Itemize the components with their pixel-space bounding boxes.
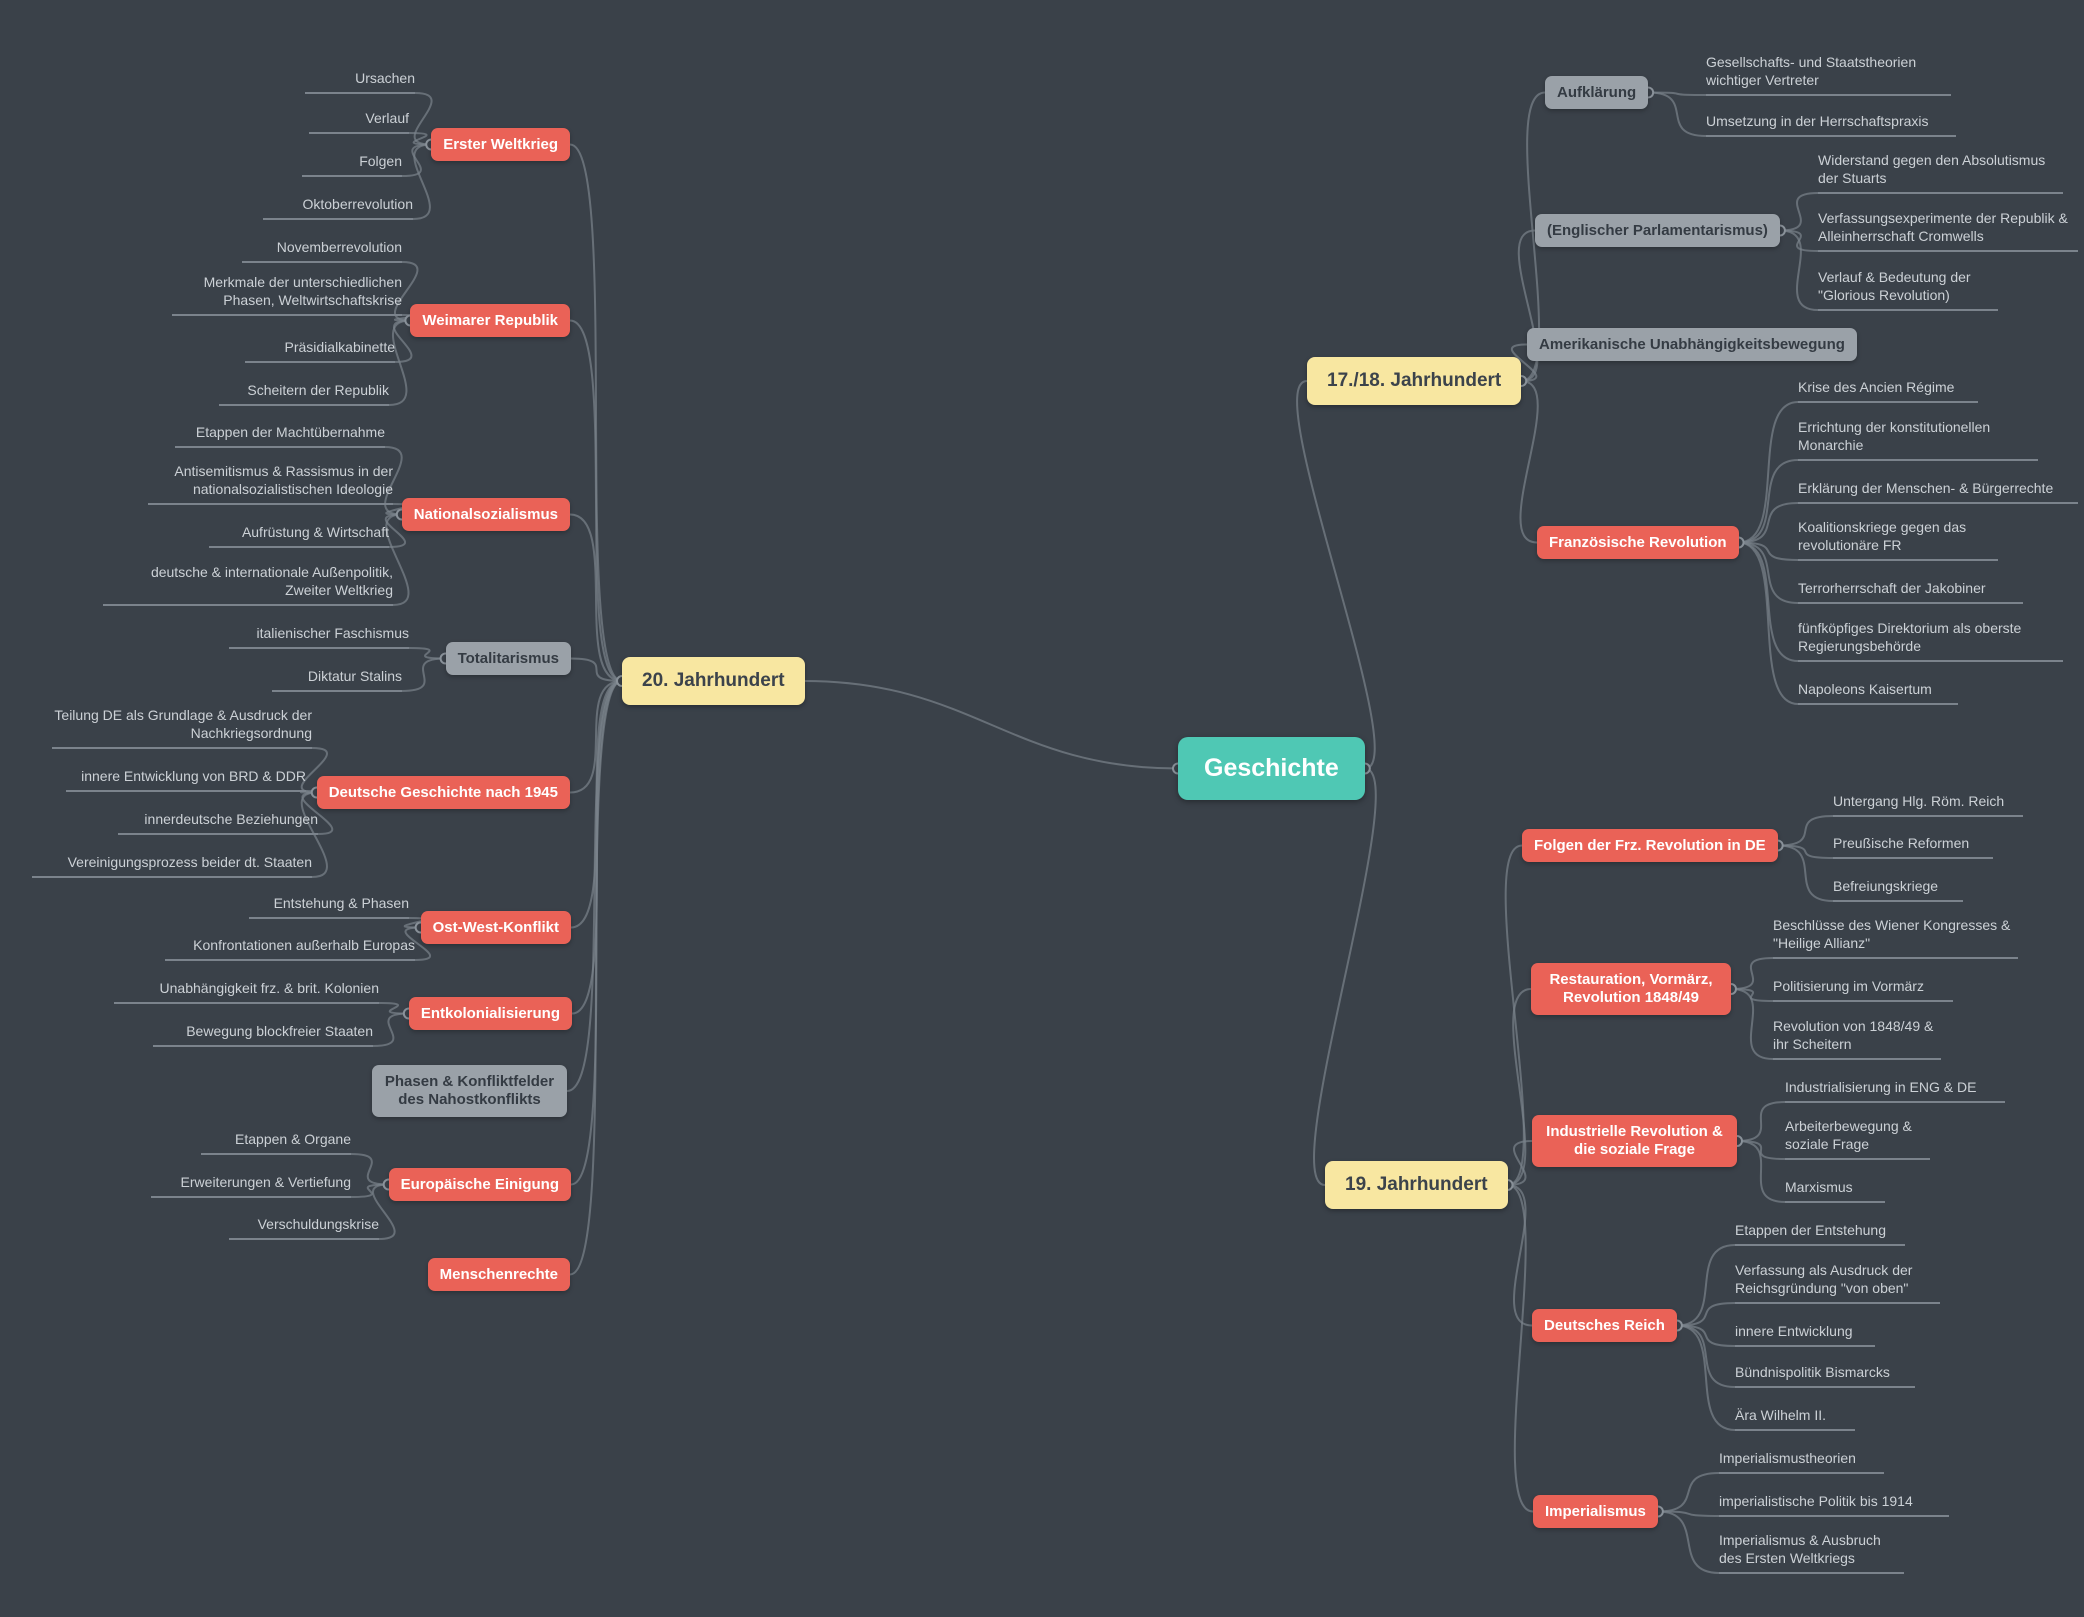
leaf-item[interactable]: Ära Wilhelm II. [1735,1406,1855,1431]
leaf-item[interactable]: Befreiungskriege [1833,877,1963,902]
leaf-item[interactable]: Entstehung & Phasen [249,894,409,919]
topic-deutsche-geschichte-nach-1945[interactable]: Deutsche Geschichte nach 1945 [316,776,570,809]
leaf-item[interactable]: Krise des Ancien Régime [1798,378,1978,403]
leaf-item[interactable]: Novemberrevolution [242,238,402,263]
leaf-item[interactable]: Marxismus [1785,1178,1885,1203]
leaf-item[interactable]: Ursachen [305,69,415,94]
leaf-item[interactable]: Umsetzung in der Herrschaftspraxis [1706,112,1956,137]
leaf-item[interactable]: Scheitern der Republik [219,381,389,406]
leaf-item[interactable]: Verlauf [309,109,409,134]
topic-franzoesische-revolution[interactable]: Französische Revolution [1537,526,1739,559]
topic-nahostkonflikt[interactable]: Phasen & Konfliktfelder des Nahostkonfli… [372,1065,567,1117]
topic-restauration-vormaerz[interactable]: Restauration, Vormärz, Revolution 1848/4… [1531,963,1731,1015]
leaf-item[interactable]: Imperialismustheorien [1719,1449,1884,1474]
leaf-item[interactable]: Etappen & Organe [201,1130,351,1155]
central-topic-geschichte[interactable]: Geschichte [1178,737,1365,800]
topic-weimarer-republik[interactable]: Weimarer Republik [410,304,570,337]
leaf-item[interactable]: fünfköpfiges Direktorium als oberste Reg… [1798,619,2063,662]
leaf-item[interactable]: Konfrontationen außerhalb Europas [165,936,415,961]
branch-20-jahrhundert[interactable]: 20. Jahrhundert [622,657,805,705]
leaf-item[interactable]: deutsche & internationale Außenpolitik, … [103,563,393,606]
leaf-item[interactable]: Bewegung blockfreier Staaten [153,1022,373,1047]
leaf-item[interactable]: Verfassung als Ausdruck der Reichsgründu… [1735,1261,1940,1304]
topic-entkolonialisierung[interactable]: Entkolonialisierung [408,997,572,1030]
leaf-item[interactable]: Etappen der Machtübernahme [175,423,385,448]
topic-imperialismus[interactable]: Imperialismus [1533,1495,1658,1528]
topic-totalitarismus[interactable]: Totalitarismus [445,642,571,675]
leaf-item[interactable]: Vereinigungsprozess beider dt. Staaten [32,853,312,878]
topic-europaeische-einigung[interactable]: Europäische Einigung [388,1168,571,1201]
leaf-item[interactable]: Widerstand gegen den Absolutismus der St… [1818,151,2063,194]
leaf-item[interactable]: Teilung DE als Grundlage & Ausdruck der … [52,706,312,749]
leaf-item[interactable]: Oktoberrevolution [263,195,413,220]
topic-ost-west-konflikt[interactable]: Ost-West-Konflikt [420,911,571,944]
topic-englischer-parlamentarismus[interactable]: (Englischer Parlamentarismus) [1535,214,1780,247]
leaf-item[interactable]: Gesellschafts- und Staatstheorien wichti… [1706,53,1951,96]
leaf-item[interactable]: Revolution von 1848/49 & ihr Scheitern [1773,1017,1941,1060]
topic-amerikanische-unabhaengigkeitsbewegung[interactable]: Amerikanische Unabhängigkeitsbewegung [1527,328,1857,361]
leaf-item[interactable]: Errichtung der konstitutionellen Monarch… [1798,418,2038,461]
leaf-item[interactable]: Erklärung der Menschen- & Bürgerrechte [1798,479,2078,504]
leaf-item[interactable]: Unabhängigkeit frz. & brit. Kolonien [114,979,379,1004]
leaf-item[interactable]: Folgen [302,152,402,177]
leaf-item[interactable]: Napoleons Kaisertum [1798,680,1958,705]
leaf-item[interactable]: Präsidialkabinette [245,338,395,363]
leaf-item[interactable]: Bündnispolitik Bismarcks [1735,1363,1915,1388]
leaf-item[interactable]: Aufrüstung & Wirtschaft [209,523,389,548]
leaf-item[interactable]: Industrialisierung in ENG & DE [1785,1078,2005,1103]
leaf-item[interactable]: Koalitionskriege gegen das revolutionäre… [1798,518,1998,561]
leaf-item[interactable]: Verfassungsexperimente der Republik & Al… [1818,209,2078,252]
leaf-item[interactable]: italienischer Faschismus [229,624,409,649]
topic-industrielle-revolution[interactable]: Industrielle Revolution & die soziale Fr… [1532,1115,1737,1167]
leaf-item[interactable]: Imperialismus & Ausbruch des Ersten Welt… [1719,1531,1904,1574]
leaf-item[interactable]: Verlauf & Bedeutung der "Glorious Revolu… [1818,268,1998,311]
leaf-item[interactable]: Antisemitismus & Rassismus in der nation… [148,462,393,505]
topic-folgen-frz-revolution[interactable]: Folgen der Frz. Revolution in DE [1522,829,1778,862]
topic-menschenrechte[interactable]: Menschenrechte [427,1258,570,1291]
leaf-item[interactable]: Etappen der Entstehung [1735,1221,1905,1246]
leaf-item[interactable]: Diktatur Stalins [272,667,402,692]
leaf-item[interactable]: Preußische Reformen [1833,834,1993,859]
leaf-item[interactable]: Terrorherrschaft der Jakobiner [1798,579,2023,604]
topic-aufklaerung[interactable]: Aufklärung [1545,76,1649,109]
leaf-item[interactable]: Erweiterungen & Vertiefung [151,1173,351,1198]
topic-deutsches-reich[interactable]: Deutsches Reich [1532,1309,1677,1342]
leaf-item[interactable]: Merkmale der unterschiedlichen Phasen, W… [172,273,402,316]
leaf-item[interactable]: Verschuldungskrise [229,1215,379,1240]
leaf-item[interactable]: Politisierung im Vormärz [1773,977,1953,1002]
branch-17-18-jahrhundert[interactable]: 17./18. Jahrhundert [1307,357,1522,405]
leaf-item[interactable]: Beschlüsse des Wiener Kongresses & "Heil… [1773,916,2018,959]
topic-nationalsozialismus[interactable]: Nationalsozialismus [401,498,570,531]
leaf-item[interactable]: Untergang Hlg. Röm. Reich [1833,792,2023,817]
topic-erster-weltkrieg[interactable]: Erster Weltkrieg [431,128,570,161]
leaf-item[interactable]: imperialistische Politik bis 1914 [1719,1492,1949,1517]
leaf-item[interactable]: innerdeutsche Beziehungen [118,810,318,835]
leaf-item[interactable]: innere Entwicklung [1735,1322,1875,1347]
leaf-item[interactable]: Arbeiterbewegung & soziale Frage [1785,1117,1930,1160]
leaf-item[interactable]: innere Entwicklung von BRD & DDR [66,767,306,792]
branch-19-jahrhundert[interactable]: 19. Jahrhundert [1325,1161,1508,1209]
